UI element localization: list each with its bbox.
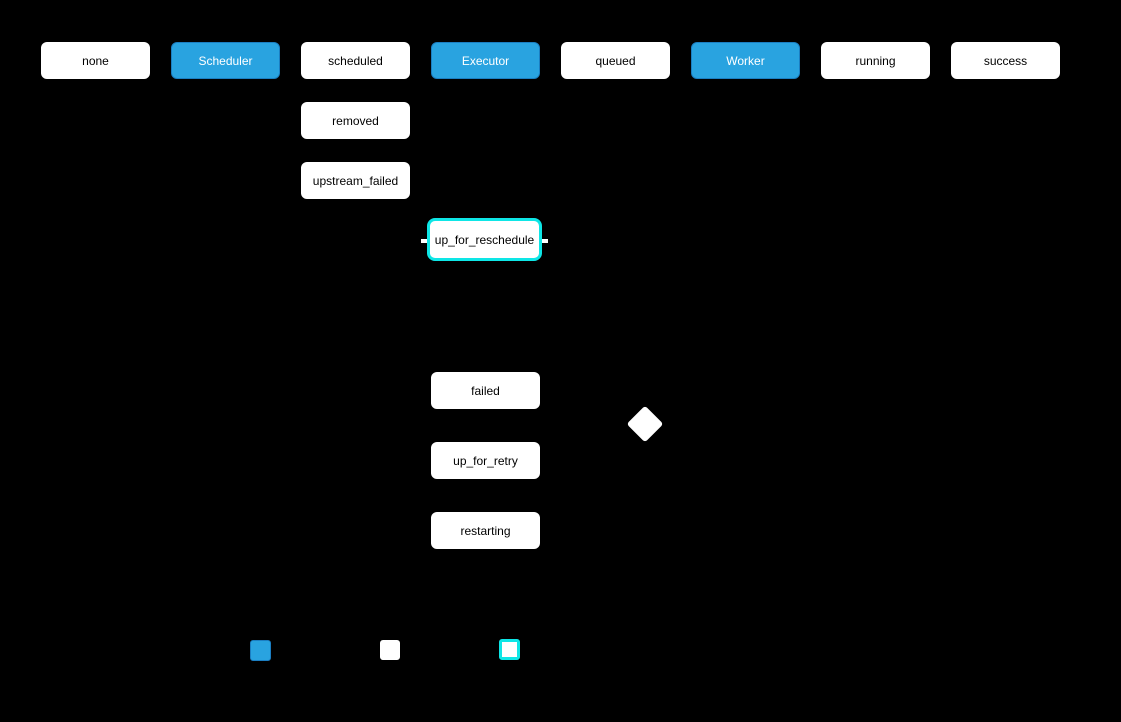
edge-stub-right [542,239,548,243]
state-node-up-for-reschedule: up_for_reschedule [427,218,542,261]
legend-swatch-blue [250,640,271,661]
state-node-success: success [951,42,1060,79]
state-node-upstream-failed: upstream_failed [301,162,410,199]
decision-diamond [626,405,664,443]
edge-stub-left [421,239,427,243]
component-node-executor: Executor [431,42,540,79]
state-node-none: none [41,42,150,79]
state-node-removed: removed [301,102,410,139]
component-node-scheduler: Scheduler [171,42,280,79]
legend-swatch-white [380,640,400,660]
state-node-scheduled: scheduled [301,42,410,79]
state-node-up-for-retry: up_for_retry [431,442,540,479]
legend-swatch-cyan-border [499,639,520,660]
state-node-queued: queued [561,42,670,79]
state-node-running: running [821,42,930,79]
state-node-restarting: restarting [431,512,540,549]
state-node-failed: failed [431,372,540,409]
component-node-worker: Worker [691,42,800,79]
